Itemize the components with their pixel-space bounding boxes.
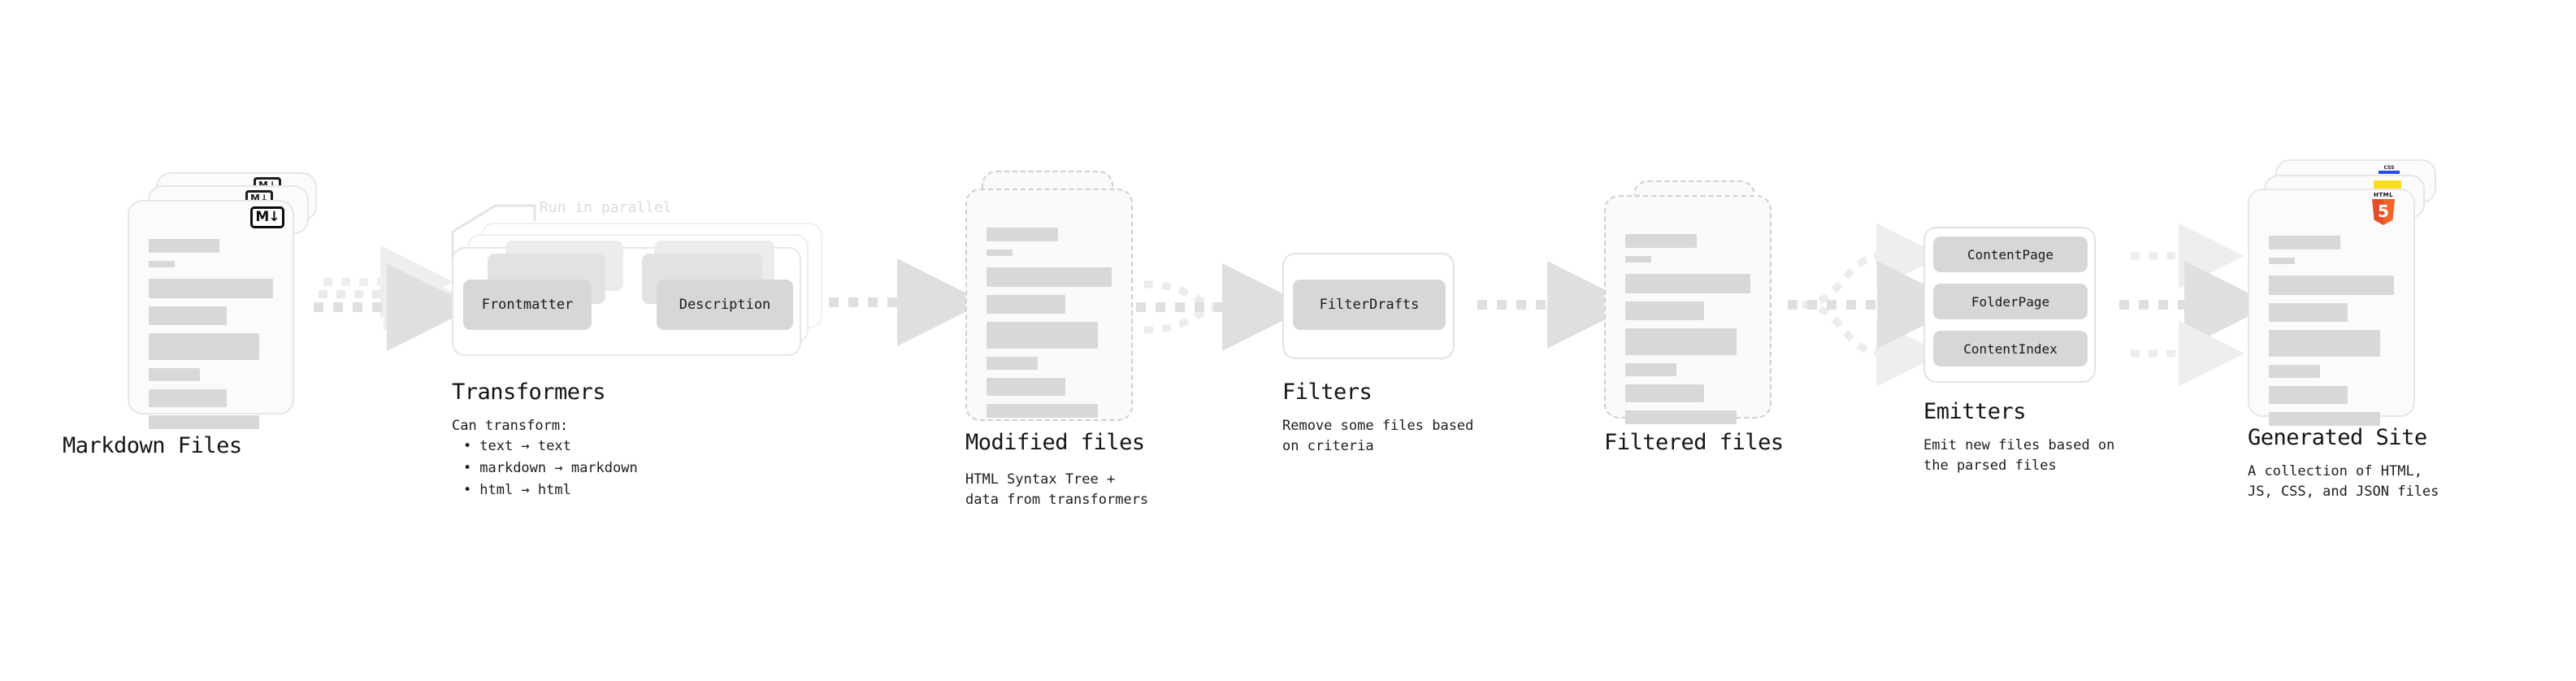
doc-content-lines — [2269, 236, 2394, 426]
html5-icon-word: HTML — [2373, 192, 2394, 198]
list-item: text → text — [463, 436, 638, 458]
emitters-description: Emit new files based on the parsed files — [1923, 437, 2115, 474]
css-icon: CSS — [2377, 165, 2401, 176]
filters-description: Remove some files based on criteria — [1282, 418, 1474, 454]
transformers-title: Transformers — [452, 380, 606, 405]
transformer-chip-description[interactable]: Description — [657, 280, 793, 330]
modified-files-title: Modified files — [965, 430, 1145, 455]
transformers-intro: Can transform: — [452, 418, 569, 434]
doc-content-lines — [987, 228, 1112, 418]
arrow-modified-to-filters — [1136, 263, 1310, 351]
markdown-doc-front — [128, 200, 294, 429]
css-icon-label: CSS — [2383, 165, 2395, 171]
generated-site-title: Generated Site — [2248, 425, 2427, 450]
css-icon-bar — [2379, 171, 2400, 174]
filtered-doc-front — [1604, 195, 1772, 424]
site-doc-front — [2248, 189, 2415, 426]
filters-chip-filterdrafts[interactable]: FilterDrafts — [1293, 280, 1446, 330]
modified-files-description: HTML Syntax Tree + data from transformer… — [965, 471, 1149, 508]
emitters-title: Emitters — [1923, 399, 2027, 424]
arrow-emitters-to-site — [2119, 223, 2272, 387]
html5-icon-number: 5 — [2378, 201, 2389, 221]
emitters-chip-contentpage[interactable]: ContentPage — [1933, 236, 2088, 272]
transformer-chip-frontmatter[interactable]: Frontmatter — [463, 280, 592, 330]
html5-icon-shield: 5 — [2372, 199, 2395, 225]
html5-icon: HTML 5 — [2370, 192, 2396, 226]
arrow-markdown-to-transformers — [314, 245, 475, 351]
markdown-files-title: Markdown Files — [63, 433, 242, 458]
arrow-filtered-to-emitters — [1788, 223, 1965, 387]
list-item: markdown → markdown — [463, 458, 637, 479]
emitters-chip-folderpage[interactable]: FolderPage — [1933, 284, 2088, 319]
list-item: html → html — [463, 479, 638, 501]
filtered-files-title: Filtered files — [1604, 430, 1784, 455]
run-in-parallel-label: Run in parallel — [540, 199, 672, 216]
doc-content-lines — [149, 239, 273, 429]
filters-title: Filters — [1282, 380, 1373, 405]
emitters-chip-contentindex[interactable]: ContentIndex — [1933, 331, 2088, 367]
modified-doc-front — [965, 189, 1133, 421]
transformers-bullet-list: text → text markdown → markdown html → h… — [452, 436, 638, 501]
markdown-icon: M↓ — [250, 206, 284, 228]
doc-content-lines — [1625, 234, 1750, 424]
generated-site-description: A collection of HTML, JS, CSS, and JSON … — [2248, 463, 2439, 500]
